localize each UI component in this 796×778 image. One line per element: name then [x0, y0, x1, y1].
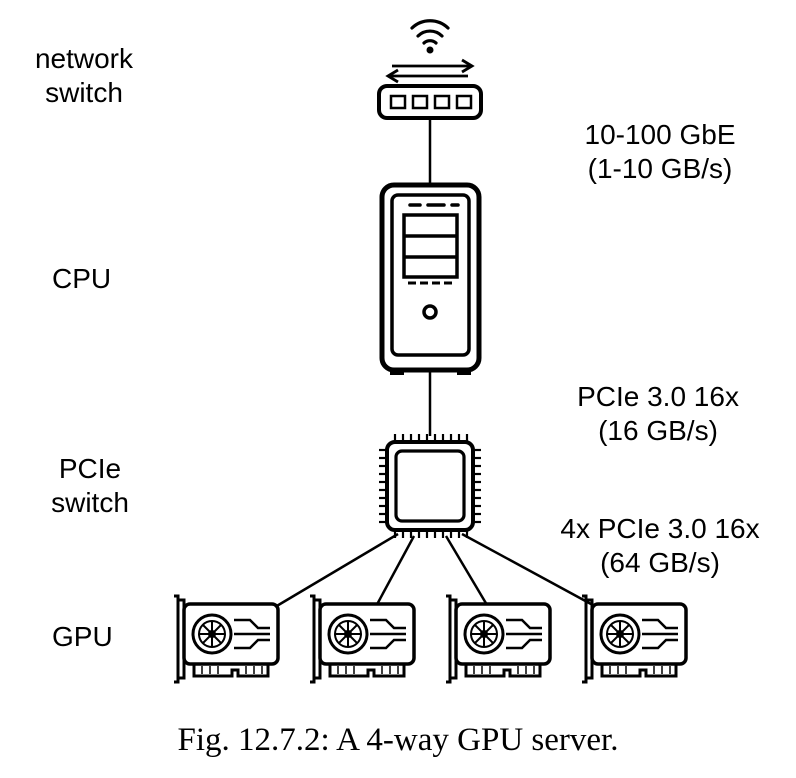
network-link-bandwidth: (1-10 GB/s)	[587, 153, 733, 184]
pcie-switch-label-line-2: switch	[51, 487, 129, 518]
gpu-links-bandwidth: (64 GB/s)	[600, 547, 720, 578]
pcie-gpu2-link	[372, 535, 416, 611]
cpu-link-speed: PCIe 3.0 16x	[577, 381, 739, 412]
gpu-server-diagram	[172, 19, 688, 684]
pcie-switch-label-line-1: PCIe	[58, 453, 122, 484]
gpu-card-icon-2	[308, 594, 416, 684]
pcie-gpu1-link	[269, 532, 399, 612]
figure-caption: Fig. 12.7.2: A 4-way GPU server.	[177, 722, 619, 758]
network-link-label: 10-100 GbE (1-10 GB/s)	[560, 118, 760, 186]
gpu-card-icon-3	[444, 594, 552, 684]
bidirectional-arrow-icon	[385, 58, 475, 84]
gpu-links-label: 4x PCIe 3.0 16x (64 GB/s)	[540, 512, 780, 580]
gpu-card-icon-4	[580, 594, 688, 684]
network-switch-label: network switch	[28, 42, 140, 110]
network-switch-icon	[377, 84, 483, 120]
pcie-switch-label: PCIe switch	[40, 452, 140, 520]
gpu-label: GPU	[52, 621, 113, 652]
pcie-gpu4-link	[461, 532, 603, 612]
wifi-icon	[410, 19, 450, 54]
cpu-label: CPU	[52, 263, 112, 294]
gpu-card-icon-1	[172, 594, 280, 684]
gpu-links-speed: 4x PCIe 3.0 16x	[560, 513, 760, 544]
network-switch-label-line-2: switch	[45, 77, 123, 108]
pcie-chip-icon	[379, 434, 481, 538]
network-switch-label-line-1: network	[34, 43, 134, 74]
cpu-link-bandwidth: (16 GB/s)	[598, 415, 718, 446]
pcie-gpu3-link	[444, 535, 492, 611]
cpu-tower-icon	[379, 182, 482, 375]
network-link-speed: 10-100 GbE	[584, 119, 736, 150]
cpu-link-label: PCIe 3.0 16x (16 GB/s)	[558, 380, 758, 448]
